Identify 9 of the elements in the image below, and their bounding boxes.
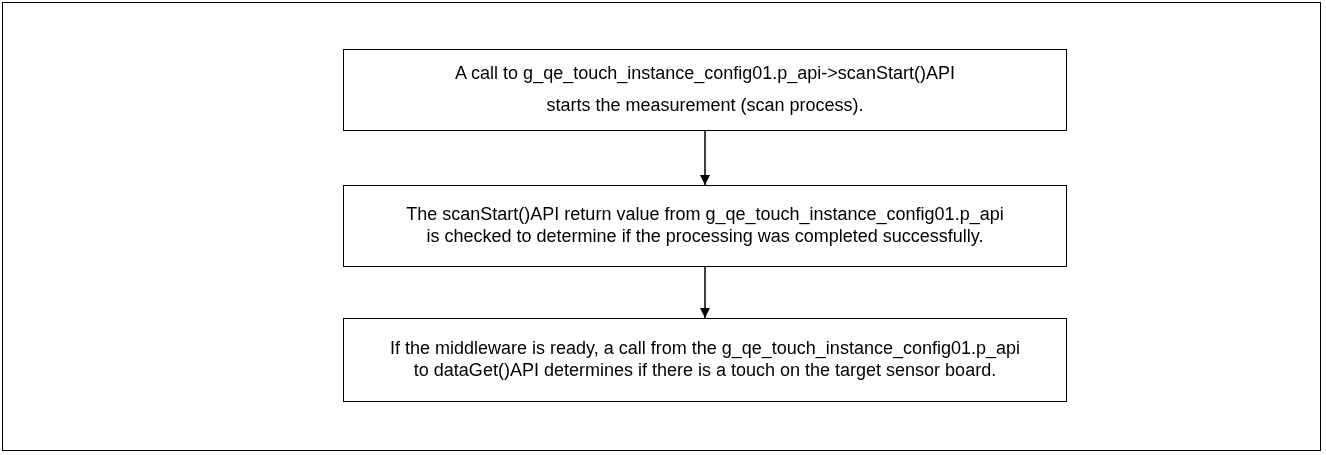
process-box [343, 318, 1067, 402]
step-text: A call to g_qe_touch_instance_config01.p_api->scanStart()API [455, 63, 955, 85]
step-text: starts the measurement (scan process). [546, 95, 864, 117]
step-text: The scanStart()API return value from g_qe_touch_instance_config01.p_api is checked to determine if the processing was completed successfully. [405, 204, 1005, 248]
arrow [700, 130, 710, 186]
step-text: If the middleware is ready, a call from the g_qe_touch_instance_config01.p_api to dataGet()API determines if there is a touch on the target sensor board. [388, 338, 1022, 382]
process-box [343, 185, 1067, 267]
process-box [343, 49, 1067, 131]
arrow [700, 266, 710, 319]
